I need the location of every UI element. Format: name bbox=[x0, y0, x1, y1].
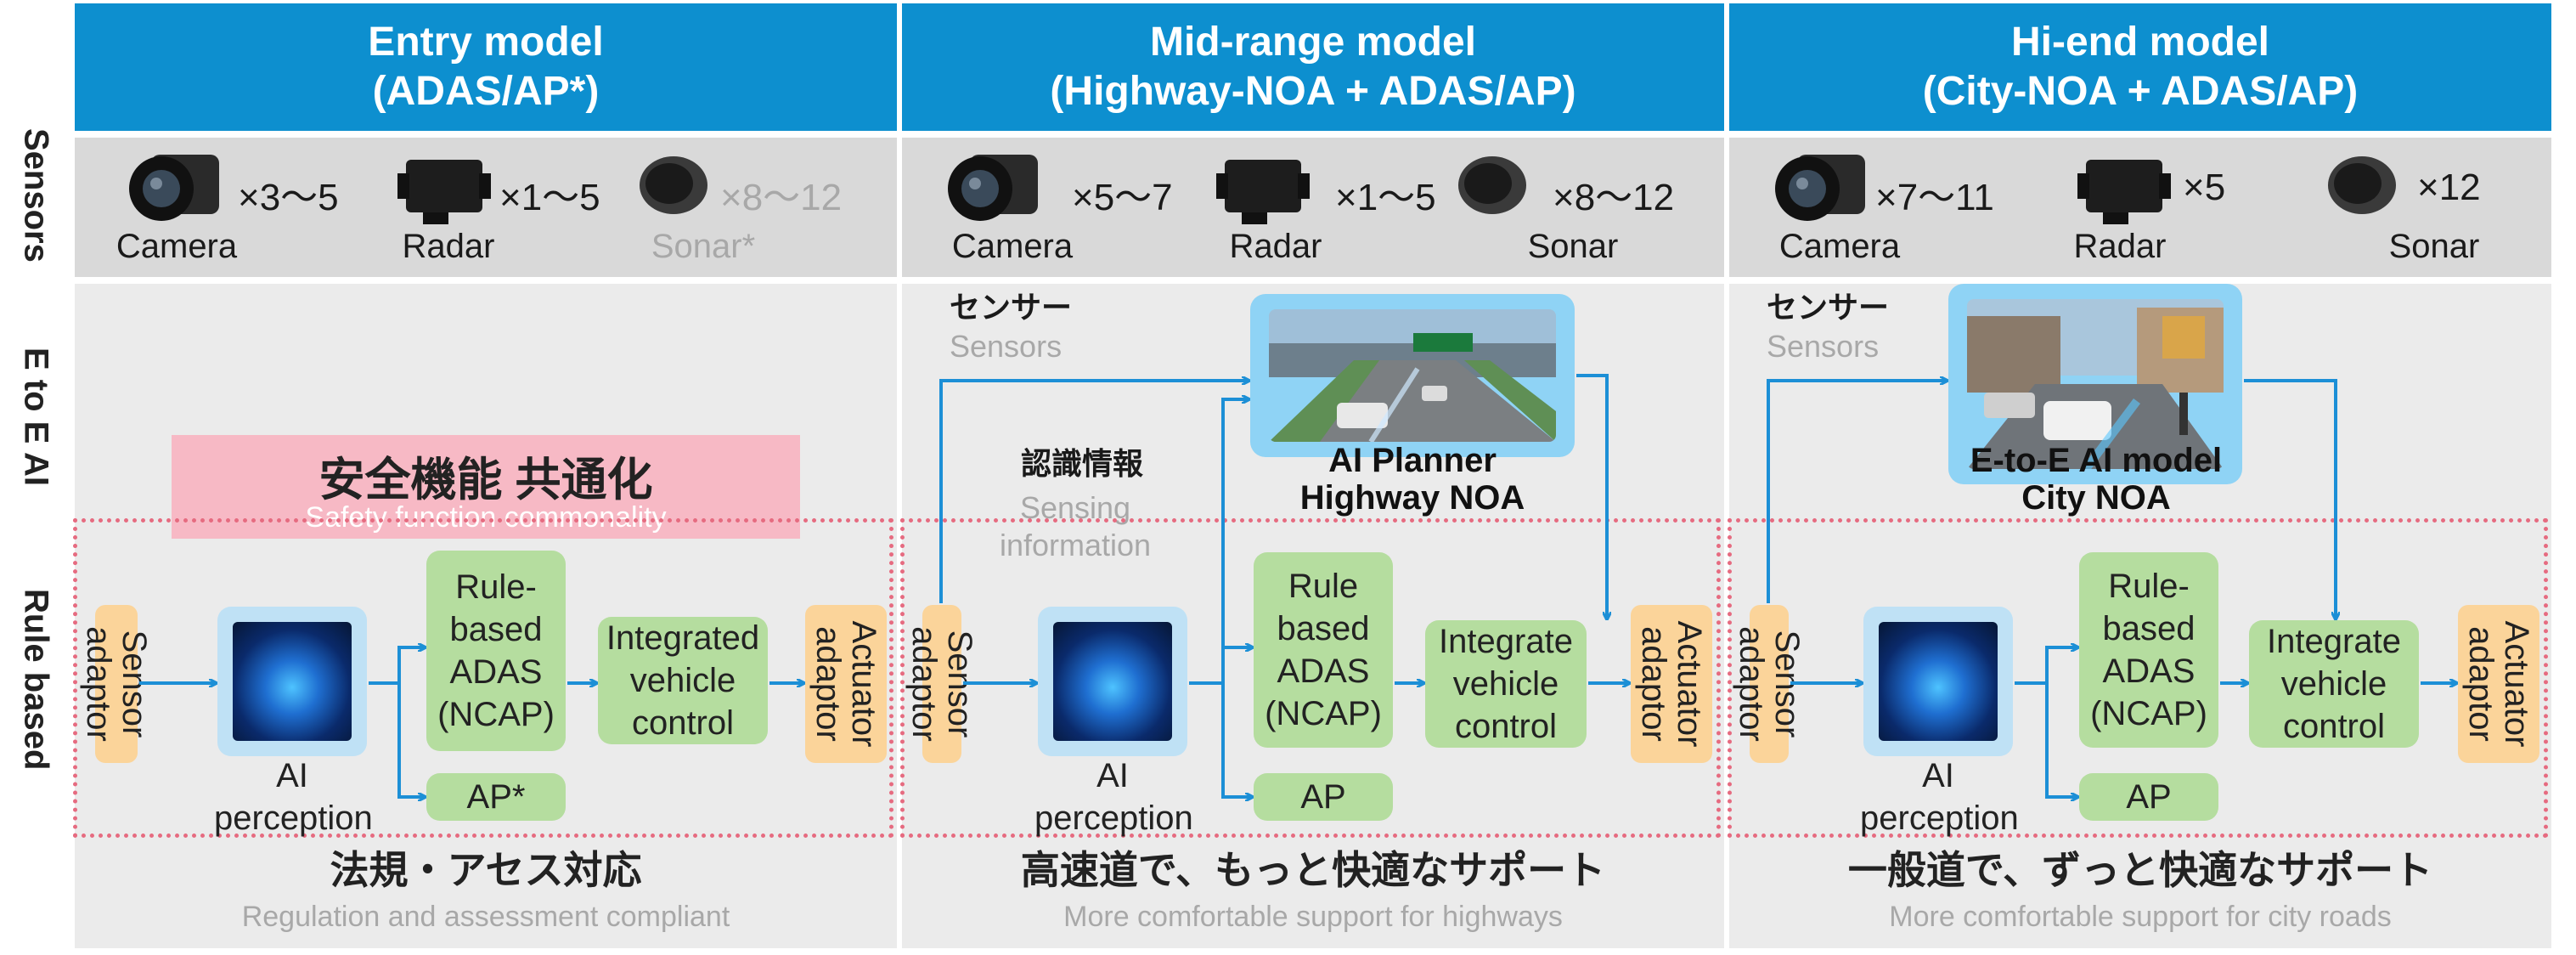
ap-box: AP bbox=[2079, 773, 2218, 821]
sensor-count: ×12 bbox=[2417, 167, 2481, 208]
rule-based-adas: Rule based ADAS (NCAP) bbox=[1254, 552, 1393, 748]
sensor-name: Sonar* bbox=[651, 228, 756, 265]
sensor-name: Camera bbox=[116, 228, 238, 265]
sensor-count: ×8〜12 bbox=[1553, 177, 1675, 218]
flow-arrows bbox=[139, 0, 897, 955]
ai-perception-box bbox=[1038, 607, 1187, 756]
sonar-icon bbox=[1458, 156, 1526, 214]
row-label-sensors: Sensors bbox=[17, 128, 55, 263]
sensor-count: ×7〜11 bbox=[1875, 177, 1994, 218]
ai-perception-box bbox=[1863, 607, 2013, 756]
header-line2: (Highway-NOA + ADAS/AP) bbox=[1050, 69, 1576, 114]
footer-en: More comfortable support for city roads bbox=[1889, 901, 2392, 933]
rule-based-frame bbox=[73, 518, 893, 838]
sensors-jp: センサー bbox=[1767, 290, 1890, 325]
ai-perception-box bbox=[217, 607, 367, 756]
column-header: Mid-range model (Highway-NOA + ADAS/AP) bbox=[902, 3, 1724, 131]
actuator-adaptor: Actuator adaptor bbox=[2458, 605, 2539, 763]
footer-jp: 法規・アセス対応 bbox=[330, 848, 642, 892]
sensor-name: Radar bbox=[2073, 228, 2167, 265]
sensor-name: Sonar bbox=[2388, 228, 2480, 265]
ai-perception-image bbox=[1053, 622, 1172, 741]
highway-photo bbox=[1269, 309, 1556, 442]
column-hi-end-model: Hi-end model (City-NOA + ADAS/AP) ×7〜11 … bbox=[1728, 0, 2551, 955]
ap-box: AP bbox=[1254, 773, 1393, 821]
footer-en: Regulation and assessment compliant bbox=[241, 901, 730, 933]
flow-arrows bbox=[1767, 0, 2551, 955]
safety-en: Safety function commonality bbox=[305, 501, 667, 534]
sensors-en: Sensors bbox=[1767, 329, 1880, 364]
ai-perception-label: AI perception bbox=[1860, 757, 2019, 837]
rule-based-frame bbox=[1728, 518, 2548, 838]
integrated-vehicle-control: Integrated vehicle control bbox=[598, 617, 768, 744]
column-entry-model: Entry model (ADAS/AP*) ×3〜5 Camera ×1〜5 … bbox=[73, 0, 897, 955]
actuator-adaptor: Actuator adaptor bbox=[1631, 605, 1712, 763]
ai-perception-label: AI perception bbox=[1034, 757, 1193, 837]
city-photo bbox=[1967, 299, 2224, 469]
radar-icon bbox=[2077, 160, 2171, 224]
sensor-strip: ×3〜5 Camera ×1〜5 Radar ×8〜12 Sonar* bbox=[75, 138, 897, 277]
ai-perception-image bbox=[1879, 622, 1998, 741]
camera-icon bbox=[1775, 155, 1865, 221]
e2e-model-label: E-to-E AI model City NOA bbox=[1970, 442, 2223, 517]
sensor-name: Radar bbox=[1229, 228, 1322, 265]
rule-based-frame bbox=[900, 518, 1721, 838]
radar-icon bbox=[397, 160, 491, 224]
footer-jp: 高速道で、もっと快適なサポート bbox=[1020, 848, 1606, 892]
sonar-icon bbox=[2328, 156, 2396, 214]
e2e-model-photo-frame bbox=[1948, 284, 2242, 484]
sensor-adaptor: Sensor adaptor bbox=[905, 605, 978, 763]
ap-box: AP* bbox=[426, 773, 566, 821]
camera-icon bbox=[948, 155, 1038, 221]
sensors-en: Sensors bbox=[950, 329, 1063, 364]
integrate-vehicle-control: Integrate vehicle control bbox=[1425, 620, 1587, 748]
sensor-name: Camera bbox=[951, 228, 1074, 265]
sensing-info-jp: 認識情報 bbox=[1021, 446, 1144, 481]
sensor-count: ×1〜5 bbox=[1335, 177, 1436, 218]
sensor-name: Radar bbox=[402, 228, 495, 265]
sonar-icon bbox=[640, 156, 707, 214]
safety-jp: 安全機能 共通化 bbox=[318, 455, 653, 506]
sensor-name: Camera bbox=[1778, 228, 1901, 265]
sensor-strip: ×5〜7 Camera ×1〜5 Radar ×8〜12 Sonar bbox=[902, 138, 1724, 277]
sensor-strip: ×7〜11 Camera ×5 Radar ×12 Sonar bbox=[1729, 138, 2551, 277]
rule-based-adas: Rule- based ADAS (NCAP) bbox=[2079, 552, 2218, 748]
sensor-count: ×5〜7 bbox=[1072, 177, 1173, 218]
sensor-adaptor: Sensor adaptor bbox=[1733, 605, 1806, 763]
header-line1: Hi-end model bbox=[2010, 20, 2269, 65]
sensors-jp: センサー bbox=[950, 290, 1073, 325]
sensor-count: ×1〜5 bbox=[499, 177, 600, 218]
ai-planner-label: AI Planner Highway NOA bbox=[1299, 442, 1525, 517]
column-mid-range-model: Mid-range model (Highway-NOA + ADAS/AP) … bbox=[900, 0, 1724, 955]
column-header: Hi-end model (City-NOA + ADAS/AP) bbox=[1729, 3, 2551, 131]
sensor-count: ×5 bbox=[2183, 167, 2226, 208]
header-line2: (City-NOA + ADAS/AP) bbox=[1922, 69, 2359, 114]
sensor-name: Sonar bbox=[1527, 228, 1619, 265]
ai-perception-label: AI perception bbox=[214, 757, 373, 837]
column-header: Entry model (ADAS/AP*) bbox=[75, 3, 897, 131]
sensor-count: ×3〜5 bbox=[238, 177, 339, 218]
integrate-vehicle-control: Integrate vehicle control bbox=[2249, 620, 2419, 748]
flow-arrows bbox=[939, 374, 1724, 955]
rule-based-adas: Rule- based ADAS (NCAP) bbox=[426, 551, 566, 751]
actuator-adaptor: Actuator adaptor bbox=[805, 605, 887, 763]
sensor-count: ×8〜12 bbox=[720, 177, 843, 218]
row-label-rule-based: Rule based bbox=[17, 589, 55, 771]
sensor-adaptor: Sensor adaptor bbox=[80, 605, 153, 763]
footer-en: More comfortable support for highways bbox=[1063, 901, 1563, 933]
ai-perception-image bbox=[233, 622, 352, 741]
row-label-e2e: E to E AI bbox=[17, 347, 55, 486]
ai-planner-photo-frame bbox=[1250, 294, 1575, 457]
header-line2: (ADAS/AP*) bbox=[372, 69, 600, 114]
header-line1: Mid-range model bbox=[1149, 20, 1477, 65]
header-line1: Entry model bbox=[368, 20, 604, 65]
footer-jp: 一般道で、ずっと快適なサポート bbox=[1847, 848, 2433, 892]
camera-icon bbox=[129, 155, 219, 221]
radar-icon bbox=[1216, 160, 1310, 224]
